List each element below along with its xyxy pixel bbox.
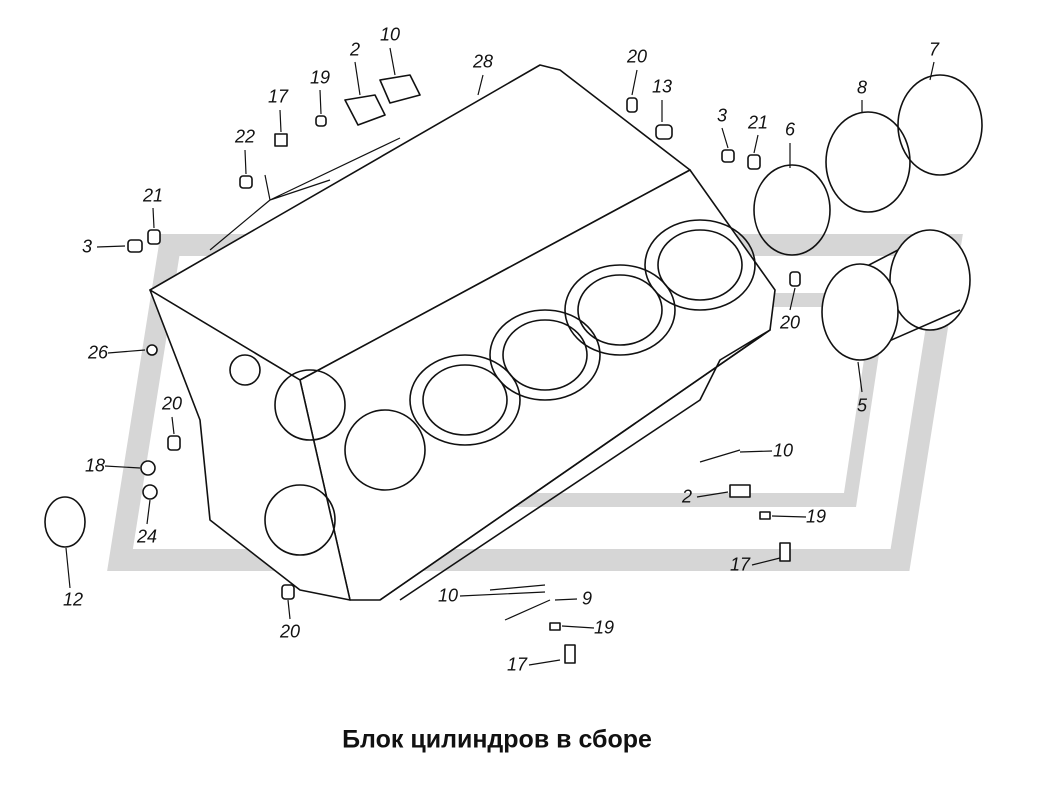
callout-20: 20 <box>279 621 301 642</box>
callout-2: 2 <box>349 39 361 60</box>
callout-20: 20 <box>161 393 183 414</box>
gasket-2 <box>344 94 386 126</box>
callout-9: 9 <box>581 588 593 609</box>
callout-21: 21 <box>747 112 769 133</box>
callout-2: 2 <box>681 486 693 507</box>
ring-6 <box>753 164 831 256</box>
callout-20: 20 <box>626 46 648 67</box>
callout-22: 22 <box>234 126 256 147</box>
leader-lines <box>65 47 935 666</box>
callout-20: 20 <box>779 312 801 333</box>
callout-13: 13 <box>651 76 673 97</box>
callout-24: 24 <box>136 526 158 547</box>
ring-8 <box>825 111 911 213</box>
cylinder-bores <box>229 219 756 556</box>
liner-5 <box>821 229 971 361</box>
callout-10: 10 <box>379 24 401 45</box>
callout-19: 19 <box>593 617 615 638</box>
callout-6: 6 <box>784 119 796 140</box>
callout-18: 18 <box>84 455 106 476</box>
diagram-title: Блок цилиндров в сборе <box>342 725 652 754</box>
callout-12: 12 <box>62 589 84 610</box>
callout-26: 26 <box>87 342 109 363</box>
plug-12 <box>44 496 86 548</box>
callout-5: 5 <box>856 395 868 416</box>
callout-17: 17 <box>267 86 289 107</box>
small-fasteners <box>127 97 801 664</box>
callout-10: 10 <box>772 440 794 461</box>
block-front <box>149 289 351 601</box>
callout-19: 19 <box>805 506 827 527</box>
callout-19: 19 <box>309 67 331 88</box>
callout-17: 17 <box>729 554 751 575</box>
callout-7: 7 <box>928 39 940 60</box>
ring-7 <box>897 74 983 176</box>
callout-8: 8 <box>856 77 868 98</box>
callout-3: 3 <box>81 236 93 257</box>
gasket-10 <box>379 74 421 104</box>
callout-28: 28 <box>472 51 494 72</box>
callout-3: 3 <box>716 105 728 126</box>
callout-17: 17 <box>506 654 528 675</box>
callout-10: 10 <box>437 585 459 606</box>
callout-21: 21 <box>142 185 164 206</box>
